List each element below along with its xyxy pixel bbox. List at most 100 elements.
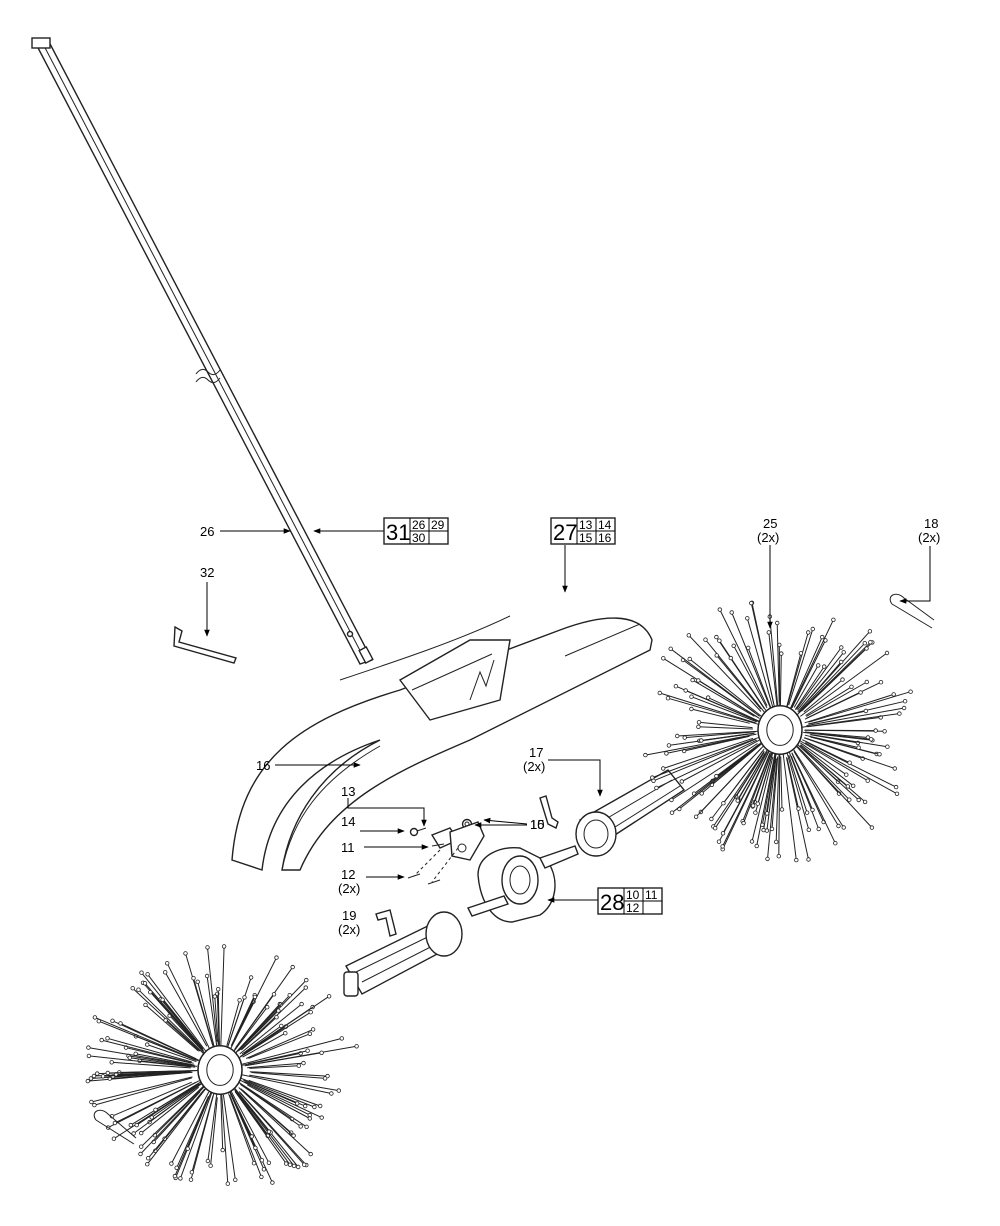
- bristle-tip: [849, 684, 854, 689]
- bristle: [705, 639, 766, 714]
- bristle-tip: [714, 653, 719, 658]
- bristle: [207, 947, 218, 1042]
- left-brush-core: [343, 911, 463, 997]
- bristle-tip: [94, 1071, 100, 1076]
- bristle: [780, 756, 783, 810]
- bristle-tip: [666, 743, 672, 748]
- bristle-tip: [665, 696, 671, 701]
- bristle-tip: [714, 773, 719, 779]
- bristle-tip: [86, 1053, 92, 1059]
- bristle-tip: [869, 825, 875, 830]
- right-bristle-brush-25: [643, 600, 913, 863]
- bristle-tip: [690, 677, 695, 683]
- bristle: [251, 1072, 326, 1079]
- bristle-tip: [145, 1161, 150, 1167]
- bristle: [742, 752, 771, 822]
- bristle: [806, 681, 868, 717]
- bristle-tip: [839, 645, 844, 650]
- bristle-tip: [310, 1027, 316, 1032]
- bristle-tip: [750, 803, 756, 808]
- bristle-tip: [779, 651, 784, 656]
- bristle-tip: [753, 810, 758, 815]
- bristle: [799, 745, 849, 787]
- bristle-tip: [253, 1145, 258, 1151]
- kit-28-number: 28: [600, 890, 624, 915]
- bristle-tip: [683, 688, 688, 693]
- bristle-tip: [91, 1073, 97, 1079]
- bristle-tip: [804, 810, 810, 815]
- bristle: [116, 1070, 190, 1075]
- bristle-tip: [291, 1133, 296, 1138]
- leader-lines: [204, 528, 931, 903]
- bristle: [791, 640, 826, 709]
- bristle: [691, 696, 758, 723]
- bristle: [164, 972, 208, 1047]
- bristle-tip: [153, 1107, 158, 1112]
- bristle: [656, 739, 758, 789]
- bristle: [170, 1091, 210, 1164]
- bristle-tip: [869, 737, 874, 742]
- bristle: [804, 731, 869, 738]
- bristle-tip: [111, 1136, 117, 1141]
- bristle-tip: [689, 706, 694, 712]
- bristle: [240, 987, 307, 1051]
- bristle-tip: [831, 617, 836, 622]
- bristle-tip: [308, 1151, 313, 1157]
- bristle: [140, 1086, 204, 1148]
- bristle-tip: [862, 799, 868, 805]
- bristle: [796, 745, 873, 828]
- bristle: [210, 1097, 218, 1166]
- bristle-tip: [885, 744, 890, 749]
- bristle-tip: [274, 1015, 279, 1020]
- bristle: [796, 743, 860, 801]
- bristle-tip: [868, 640, 873, 645]
- bristle-tip: [274, 955, 279, 960]
- bristle-tip: [88, 1076, 94, 1081]
- bristle: [663, 737, 754, 769]
- bristle: [94, 1077, 192, 1106]
- bristle: [805, 741, 897, 788]
- bristle: [153, 1091, 201, 1143]
- callout-12-qty: (2x): [338, 881, 360, 896]
- bristle-tip: [259, 1174, 264, 1180]
- callout-10: 10: [530, 817, 544, 832]
- bristle-tip: [841, 650, 846, 655]
- bristle: [249, 1074, 339, 1092]
- bristle-tip: [864, 679, 869, 685]
- kit-box-27: 27 13 14 15 16: [550, 517, 616, 545]
- bristle-tip: [130, 986, 135, 991]
- bristle-tip: [127, 1055, 132, 1060]
- bristle-tip: [669, 797, 674, 803]
- bristle-tip: [303, 1103, 308, 1109]
- bristle: [147, 1088, 206, 1159]
- kit-31-item-c: 30: [412, 531, 426, 545]
- bristle-tip: [673, 684, 679, 689]
- bristle: [722, 754, 767, 834]
- callout-17-qty: (2x): [523, 759, 545, 774]
- kit-27-number: 27: [553, 520, 577, 545]
- bristle: [133, 1082, 203, 1134]
- bristle-tip: [251, 1160, 257, 1166]
- bristle-tip: [728, 655, 733, 661]
- bristle: [782, 750, 797, 861]
- bristle: [149, 991, 204, 1051]
- hex-key-17: [539, 795, 559, 829]
- bristle-tip: [873, 728, 878, 733]
- bristle-tip: [172, 1173, 178, 1179]
- bristle-tip: [709, 816, 714, 822]
- bristle: [233, 1006, 268, 1052]
- bristle: [234, 1091, 287, 1164]
- bristle-tip: [145, 972, 150, 977]
- bristle: [247, 1084, 311, 1119]
- bristle: [733, 645, 768, 709]
- bristle: [800, 661, 842, 709]
- bristle-tip: [902, 699, 908, 704]
- bristle: [786, 757, 799, 809]
- bristle-tip: [891, 692, 896, 697]
- bristle: [129, 1057, 191, 1067]
- bristle: [140, 1086, 200, 1134]
- bristle-tip: [189, 1169, 195, 1175]
- bristle-tip: [661, 766, 666, 771]
- bristle: [775, 753, 780, 842]
- kit-31-number: 31: [386, 520, 410, 545]
